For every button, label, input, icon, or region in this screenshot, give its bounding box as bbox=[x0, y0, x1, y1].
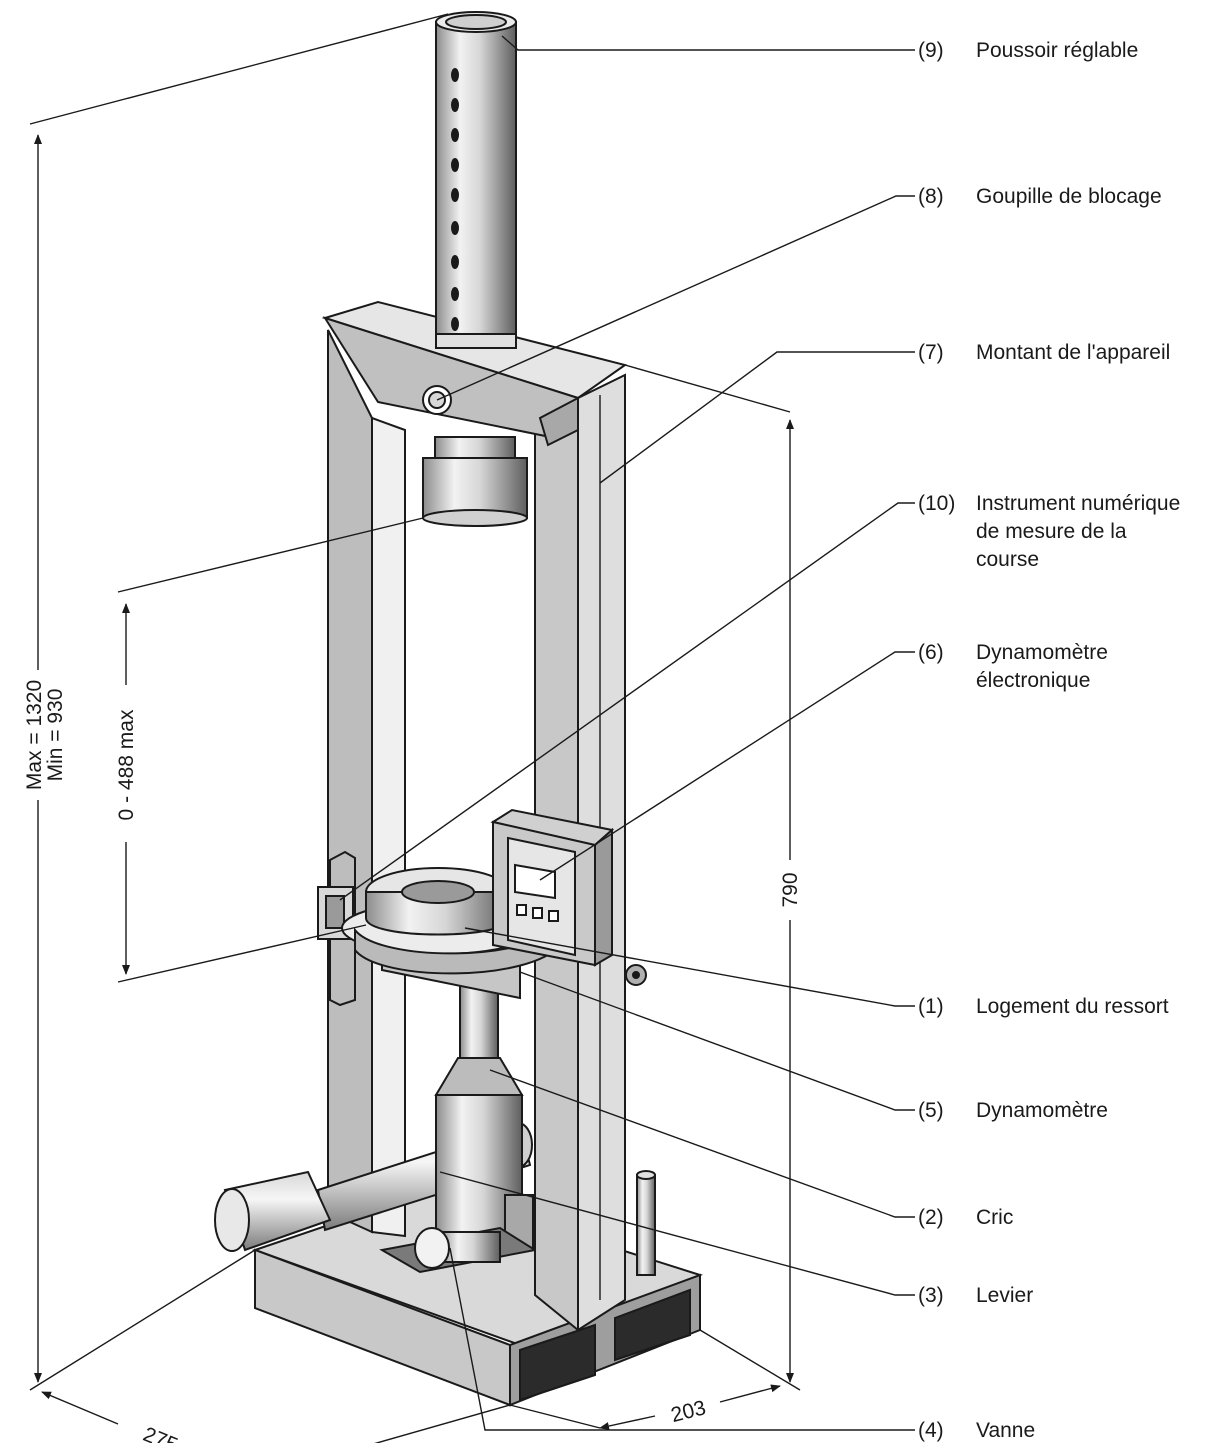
frame-back-column bbox=[327, 329, 406, 1238]
dim-column-height: 790 bbox=[779, 872, 802, 907]
callout-4: (4) Vanne bbox=[918, 1419, 1035, 1442]
callout-number: (9) bbox=[918, 39, 944, 62]
valve-assembly bbox=[379, 1226, 538, 1274]
callout-10: (10) Instrument numérique de mesure de l… bbox=[918, 492, 1180, 571]
callout-number: (1) bbox=[918, 995, 944, 1018]
leader-6 bbox=[539, 651, 915, 881]
leader-8 bbox=[436, 195, 915, 401]
electronic-force-gauge bbox=[490, 808, 647, 986]
leader-2 bbox=[489, 1069, 915, 1218]
callout-label-line-2: de mesure de la bbox=[976, 520, 1127, 543]
callout-number: (5) bbox=[918, 1099, 944, 1122]
spring-housing bbox=[341, 867, 561, 1000]
callout-number: (4) bbox=[918, 1419, 944, 1442]
callout-number: (7) bbox=[918, 341, 944, 364]
dim-height-top-extension bbox=[29, 13, 449, 125]
pressure-pad bbox=[422, 436, 528, 527]
dim-stroke-bottom-extension bbox=[117, 924, 367, 983]
callout-leaders bbox=[339, 35, 915, 1431]
callout-1: (1) Logement du ressort bbox=[918, 995, 1169, 1018]
press-illustration bbox=[214, 11, 704, 1407]
callout-2: (2) Cric bbox=[918, 1206, 1013, 1229]
callout-label: Logement du ressort bbox=[976, 995, 1169, 1018]
callout-label: Poussoir réglable bbox=[976, 39, 1138, 62]
callout-5: (5) Dynamomètre bbox=[918, 1099, 1108, 1122]
callout-number: (3) bbox=[918, 1284, 944, 1307]
callout-7: (7) Montant de l'appareil bbox=[918, 341, 1170, 364]
leader-3 bbox=[439, 1171, 915, 1296]
dim-stroke-top-extension bbox=[117, 517, 424, 593]
callout-label: Montant de l'appareil bbox=[976, 341, 1170, 364]
callout-label: Goupille de blocage bbox=[976, 185, 1162, 208]
adjustable-pusher bbox=[435, 11, 517, 349]
callout-number: (10) bbox=[918, 492, 955, 515]
dim-depth-extension bbox=[356, 1404, 511, 1448]
callout-number: (6) bbox=[918, 641, 944, 664]
dim-stroke: 0 - 488 max bbox=[115, 709, 138, 820]
callout-9: (9) Poussoir réglable bbox=[918, 39, 1138, 62]
base-rod bbox=[636, 1170, 656, 1276]
dim-height-max: Max = 1320 bbox=[23, 680, 46, 790]
dim-base-width: 203 bbox=[669, 1396, 709, 1427]
callout-label-line-2: électronique bbox=[976, 669, 1090, 692]
leader-1 bbox=[464, 927, 915, 1007]
leader-5 bbox=[519, 971, 915, 1111]
dim-height-min: Min = 930 bbox=[44, 689, 67, 782]
dim-width-line-right bbox=[719, 1384, 781, 1403]
callout-label: Dynamomètre bbox=[976, 1099, 1108, 1122]
dim-width-line-left bbox=[599, 1415, 656, 1430]
callout-label: Levier bbox=[976, 1284, 1033, 1307]
callout-8: (8) Goupille de blocage bbox=[918, 185, 1162, 208]
dim-depth-line-left bbox=[41, 1391, 119, 1425]
callout-6: (6) Dynamomètre électronique bbox=[918, 641, 1108, 692]
hydraulic-jack bbox=[434, 984, 534, 1251]
callout-label: Cric bbox=[976, 1206, 1013, 1229]
callout-3: (3) Levier bbox=[918, 1284, 1033, 1307]
leader-7 bbox=[599, 351, 915, 484]
dim-base-depth: 275 bbox=[140, 1423, 181, 1443]
dim-width-extension bbox=[509, 1404, 601, 1429]
callout-label-line-3: course bbox=[976, 548, 1039, 571]
callout-label-line-1: Instrument numérique bbox=[976, 492, 1180, 515]
leader-10 bbox=[339, 502, 915, 901]
leader-9 bbox=[501, 35, 915, 51]
dim-column-top-extension bbox=[624, 364, 791, 413]
callout-number: (2) bbox=[918, 1206, 944, 1229]
leader-4 bbox=[449, 1247, 915, 1431]
callout-label: Vanne bbox=[976, 1419, 1035, 1442]
callout-number: (8) bbox=[918, 185, 944, 208]
dim-height-bottom-extension bbox=[29, 1249, 256, 1391]
callout-labels: (9) Poussoir réglable (8) Goupille de bl… bbox=[918, 39, 1180, 1442]
callout-label-line-1: Dynamomètre bbox=[976, 641, 1108, 664]
dim-column-bottom-extension bbox=[699, 1329, 801, 1391]
